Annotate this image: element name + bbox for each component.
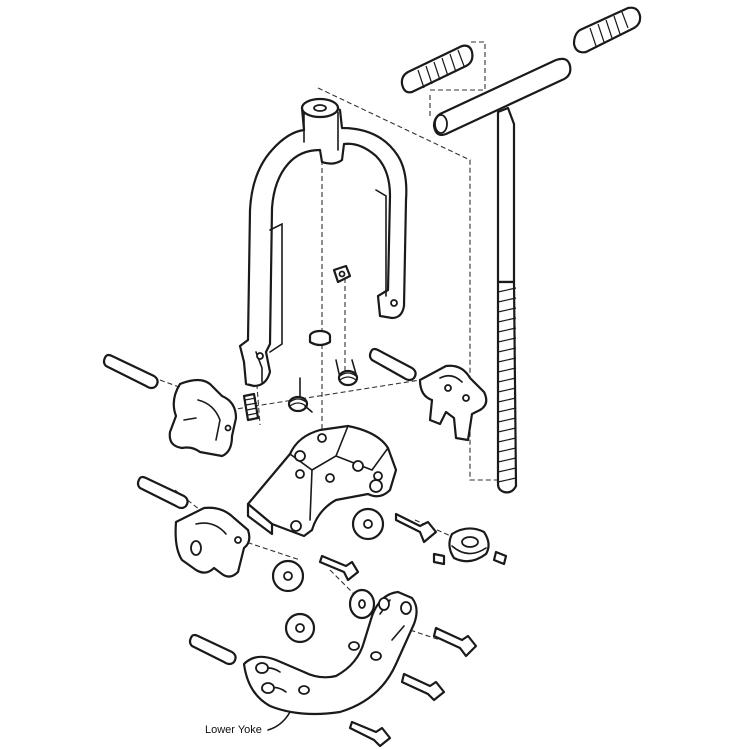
pin-lower-left bbox=[188, 633, 237, 666]
t-handle-crossbar bbox=[432, 57, 572, 137]
torsion-spring-right bbox=[335, 359, 359, 387]
set-screw-right bbox=[492, 550, 508, 566]
roller-holder-upper-right bbox=[418, 364, 488, 442]
main-body-yoke bbox=[246, 424, 398, 538]
lower-yoke-label: Lower Yoke bbox=[205, 724, 262, 736]
upper-frame bbox=[238, 97, 408, 388]
pin-middle-left bbox=[136, 475, 189, 510]
cutter-wheel-3 bbox=[284, 612, 316, 644]
feed-nut bbox=[448, 527, 490, 563]
torsion-spring-left bbox=[287, 377, 313, 413]
cutter-wheel-2 bbox=[351, 507, 385, 541]
cutter-wheel-4 bbox=[348, 588, 376, 620]
set-screw-left bbox=[432, 552, 446, 566]
lock-nut bbox=[308, 329, 332, 347]
feed-screw bbox=[496, 106, 518, 494]
cutter-holder-upper bbox=[168, 378, 238, 458]
cutter-wheel-1 bbox=[271, 559, 305, 593]
pin-upper-right bbox=[368, 347, 417, 382]
bolt-center bbox=[318, 554, 360, 582]
cutter-holder-middle bbox=[174, 506, 251, 578]
bolt-lower-middle bbox=[400, 672, 446, 702]
bolt-lower-right bbox=[432, 626, 478, 658]
spring-left bbox=[242, 392, 260, 422]
knurled-grip-right bbox=[572, 6, 642, 54]
bolt-right-upper bbox=[394, 512, 438, 544]
bolt-bottom bbox=[348, 720, 392, 748]
small-nut-upper bbox=[332, 264, 352, 284]
lower-yoke-leader-line bbox=[267, 711, 291, 731]
lower-yoke bbox=[242, 590, 418, 716]
pin-upper-left bbox=[102, 353, 159, 390]
knurled-grip-left bbox=[400, 44, 474, 94]
